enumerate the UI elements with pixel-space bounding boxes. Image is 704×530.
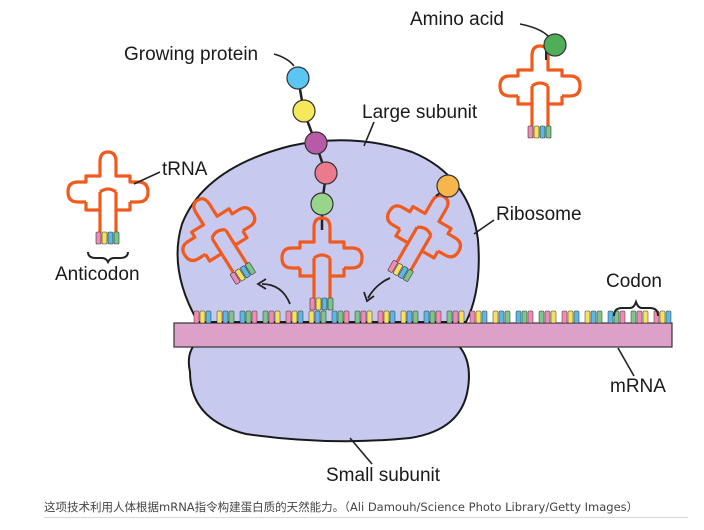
mrna-base [475,310,482,324]
mrna-base [251,310,258,324]
label-growing-protein: Growing protein [124,44,258,65]
mrna-base [573,310,580,324]
label-mrna: mRNA [610,376,666,397]
mrna-base [544,310,551,324]
mrna-base [199,310,206,324]
mrna-codon-bases [193,310,672,324]
protein-bead-pink [314,161,338,185]
mrna-base [262,310,269,324]
mrna-base [607,310,614,324]
mrna-base [550,310,557,324]
caption-divider [44,517,688,518]
growing-protein-chain [286,66,338,230]
mrna-base [458,310,465,324]
mrna-base [636,310,643,324]
mrna-base [274,310,281,324]
exit-arrow [261,283,291,305]
mrna-base [389,310,396,324]
leader-mrna [617,347,635,377]
mrna-base [538,310,545,324]
mrna-base [383,310,390,324]
label-trna: tRNA [162,159,208,180]
label-codon: Codon [606,271,662,292]
protein-bead-green [310,192,334,216]
leader-large-subunit [363,121,375,147]
figure-caption: 这项技术利用人体根据mRNA指令构建蛋白质的天然能力。（Ali Damouh/S… [44,500,639,514]
entry-arrow [367,277,391,299]
mrna-base [630,310,637,324]
mrna-base [314,310,321,324]
leader-growing-protein [273,53,295,67]
mrna-base [498,310,505,324]
mrna-base [521,310,528,324]
mrna-base [239,310,246,324]
mrna-base [268,310,275,324]
mrna-base [343,310,350,324]
mrna-base [360,310,367,324]
leader-amino-acid [519,23,549,37]
mrna-base [596,310,603,324]
mrna-base [423,310,430,324]
mrna-base [222,310,229,324]
mrna-base [406,310,413,324]
label-anticodon: Anticodon [55,264,140,285]
mrna-base [337,310,344,324]
mrna-base [297,310,304,324]
mrna-base [435,310,442,324]
mrna-base [228,310,235,324]
label-ribosome: Ribosome [496,204,582,225]
anticodon-brace [87,251,129,265]
amino-acid-bead-orange [436,174,460,198]
free-trna-left [66,150,150,245]
mrna-base [216,310,223,324]
mrna-base [291,310,298,324]
mrna-base [590,310,597,324]
mrna-base [659,310,666,324]
leader-trna [133,171,161,185]
mrna-base [205,310,212,324]
free-trna-right [498,44,582,139]
mrna-base [567,310,574,324]
mrna-base [481,310,488,324]
mrna-base [492,310,499,324]
mrna-base [452,310,459,324]
mrna-base [308,310,315,324]
mrna-base [377,310,384,324]
mrna-base [320,310,327,324]
mrna-base [515,310,522,324]
protein-bead-yellow [292,99,316,123]
codon-brace [613,298,659,317]
mrna-base [584,310,591,324]
mrna-base [561,310,568,324]
amino-acid-bead-green [543,33,567,57]
protein-bead-purple [304,131,328,155]
leader-ribosome [473,219,495,235]
mrna-base [331,310,338,324]
label-large-subunit: Large subunit [362,102,478,123]
mrna-base [504,310,511,324]
leader-small-subunit [349,437,373,465]
label-small-subunit: Small subunit [326,465,441,486]
mrna-base [366,310,373,324]
mrna-strand [173,322,673,348]
mrna-base [469,310,476,324]
mrna-base [354,310,361,324]
mrna-base [446,310,453,324]
mrna-base [429,310,436,324]
protein-bead-blue [286,66,310,90]
mrna-base [642,310,649,324]
mrna-base [619,310,626,324]
mrna-base [400,310,407,324]
mrna-base [245,310,252,324]
mrna-base [665,310,672,324]
mrna-base [412,310,419,324]
label-amino-acid: Amino acid [410,9,504,30]
mrna-base [527,310,534,324]
mrna-base [285,310,292,324]
mrna-base [193,310,200,324]
